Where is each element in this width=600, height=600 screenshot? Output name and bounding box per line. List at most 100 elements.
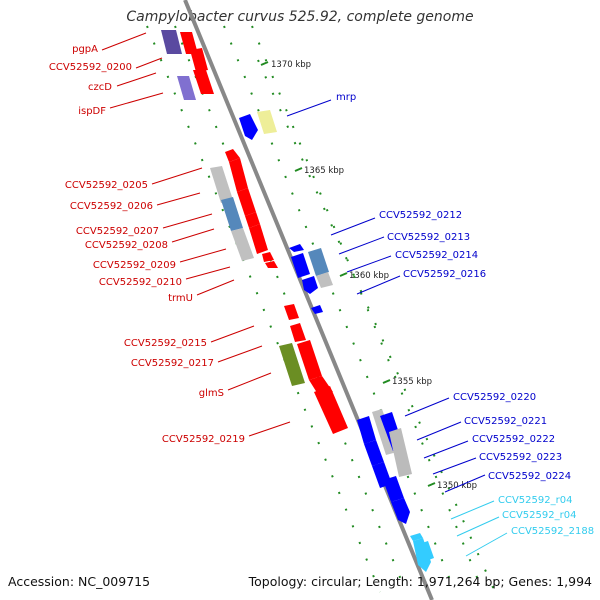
ruler-tick-label: 1360 kbp [349,271,389,281]
feature-0206-blue [221,197,243,231]
label-CCV52592_r04-b[interactable]: CCV52592_r04 [502,510,576,521]
leader-line [135,57,163,69]
accession-text: Accession: NC_009715 [8,574,151,589]
gene-CCV52592_0217[interactable] [297,340,322,380]
leader-line [456,516,500,537]
gene-CCV52592_0223[interactable] [383,476,404,502]
label-mrp[interactable]: mrp [336,92,356,103]
leader-line [109,92,164,109]
gene-pgpA[interactable] [161,30,182,54]
leader-line [210,325,255,343]
ruler-tick [427,482,436,487]
label-glmS[interactable]: glmS [199,388,224,399]
leader-line [179,248,227,263]
leader-line [404,397,450,417]
map-title: Campylobacter curvus 525.92, complete ge… [126,9,474,25]
gene-CCV52592_0221[interactable] [364,440,384,466]
gene-CCV52592_0200[interactable] [180,32,198,54]
minus-strand-features [161,30,348,434]
label-pgpA[interactable]: pgpA [72,44,98,55]
label-CCV52592_0212[interactable]: CCV52592_0212 [379,210,462,221]
rna-CCV52592_2188[interactable] [416,541,434,562]
label-CCV52592_0205[interactable]: CCV52592_0205 [65,180,148,191]
leader-line [356,275,401,295]
leader-line [101,32,147,51]
ruler-tick-label: 1365 kbp [304,166,344,176]
label-ispDF[interactable]: ispDF [78,106,106,117]
leader-line [196,279,235,296]
label-CCV52592_0209[interactable]: CCV52592_0209 [93,260,176,271]
label-CCV52592_0213[interactable]: CCV52592_0213 [387,232,470,243]
gene-CCV52592_0219[interactable] [314,386,348,434]
gene-ispDF[interactable] [193,70,214,94]
gene-CCV52592_0213[interactable] [291,253,310,278]
gene-trmU[interactable] [284,304,299,320]
leader-line [151,167,203,185]
gene-CCV52592_0206[interactable] [237,188,256,216]
ruler-tick [294,167,303,172]
label-CCV52592_0221[interactable]: CCV52592_0221 [464,416,547,427]
gene-mrp[interactable] [239,114,258,140]
leader-line [346,255,392,273]
label-CCV52592_0210[interactable]: CCV52592_0210 [99,277,182,288]
leader-line [185,266,231,280]
feature-0207-grey [231,228,254,261]
gene-CCV52592_0200-b[interactable] [190,48,208,72]
gene-CCV52592_0205-body[interactable] [229,158,248,192]
gene-CCV52592_0210[interactable] [265,261,278,268]
gene-CCV52592_0212[interactable] [289,244,304,252]
label-CCV52592_0214[interactable]: CCV52592_0214 [395,250,478,261]
genome-summary-text: Topology: circular; Length: 1,971,264 bp… [248,574,592,589]
label-CCV52592_0208[interactable]: CCV52592_0208 [85,240,168,251]
label-trmU[interactable]: trmU [168,293,193,304]
label-CCV52592_0216[interactable]: CCV52592_0216 [403,269,486,280]
gene-CCV52592_0205[interactable] [225,149,240,162]
label-CCV52592_2188[interactable]: CCV52592_2188 [511,526,594,537]
feature-mrp-yellow [257,110,277,134]
gene-CCV52592_0224[interactable] [391,498,410,524]
leader-line [416,421,462,441]
gene-CCV52592_0209[interactable] [262,252,274,262]
label-CCV52592_0207[interactable]: CCV52592_0207 [76,226,159,237]
gene-CCV52592_0208[interactable] [249,224,268,254]
label-CCV52592_0215[interactable]: CCV52592_0215 [124,338,207,349]
leader-line [227,372,272,391]
label-CCV52592_0219[interactable]: CCV52592_0219 [162,434,245,445]
leader-line [465,532,508,557]
leader-line [286,99,332,117]
label-czcD[interactable]: czcD [88,82,112,93]
rna-CCV52592_r04[interactable] [410,533,423,541]
feature-0205-grey [210,166,233,203]
leader-line [330,217,376,236]
label-CCV52592_0224[interactable]: CCV52592_0224 [488,471,571,482]
feature-0214-grey [316,272,333,288]
leader-line [248,421,291,437]
gene-CCV52592_0214[interactable] [302,276,318,294]
label-CCV52592_0206[interactable]: CCV52592_0206 [70,201,153,212]
gene-CCV52592_0216[interactable] [311,305,323,314]
plus-strand-features [239,110,434,572]
leader-line [450,500,495,520]
label-CCV52592_0222[interactable]: CCV52592_0222 [472,434,555,445]
label-CCV52592_0217[interactable]: CCV52592_0217 [131,358,214,369]
leader-line [162,213,213,229]
track-guide-inner-right [223,25,456,593]
ruler: 1370 kbp 1365 kbp 1360 kbp 1355 kbp 1350… [260,60,477,491]
leader-line [432,457,477,475]
gene-czcD[interactable] [177,76,196,100]
label-CCV52592_0220[interactable]: CCV52592_0220 [453,392,536,403]
leader-line [116,72,157,87]
leader-line [444,474,486,493]
ruler-tick-label: 1370 kbp [271,60,311,70]
right-labels: mrp CCV52592_0212 CCV52592_0213 CCV52592… [286,92,594,557]
ruler-tick [382,379,391,384]
label-CCV52592_0200[interactable]: CCV52592_0200 [49,62,132,73]
label-CCV52592_0223[interactable]: CCV52592_0223 [479,452,562,463]
gene-CCV52592_0220[interactable] [357,416,376,444]
ruler-tick [260,61,269,66]
gene-CCV52592_0215[interactable] [290,323,306,342]
gene-CCV52592_0207[interactable] [245,212,260,228]
label-CCV52592_r04[interactable]: CCV52592_r04 [498,495,572,506]
